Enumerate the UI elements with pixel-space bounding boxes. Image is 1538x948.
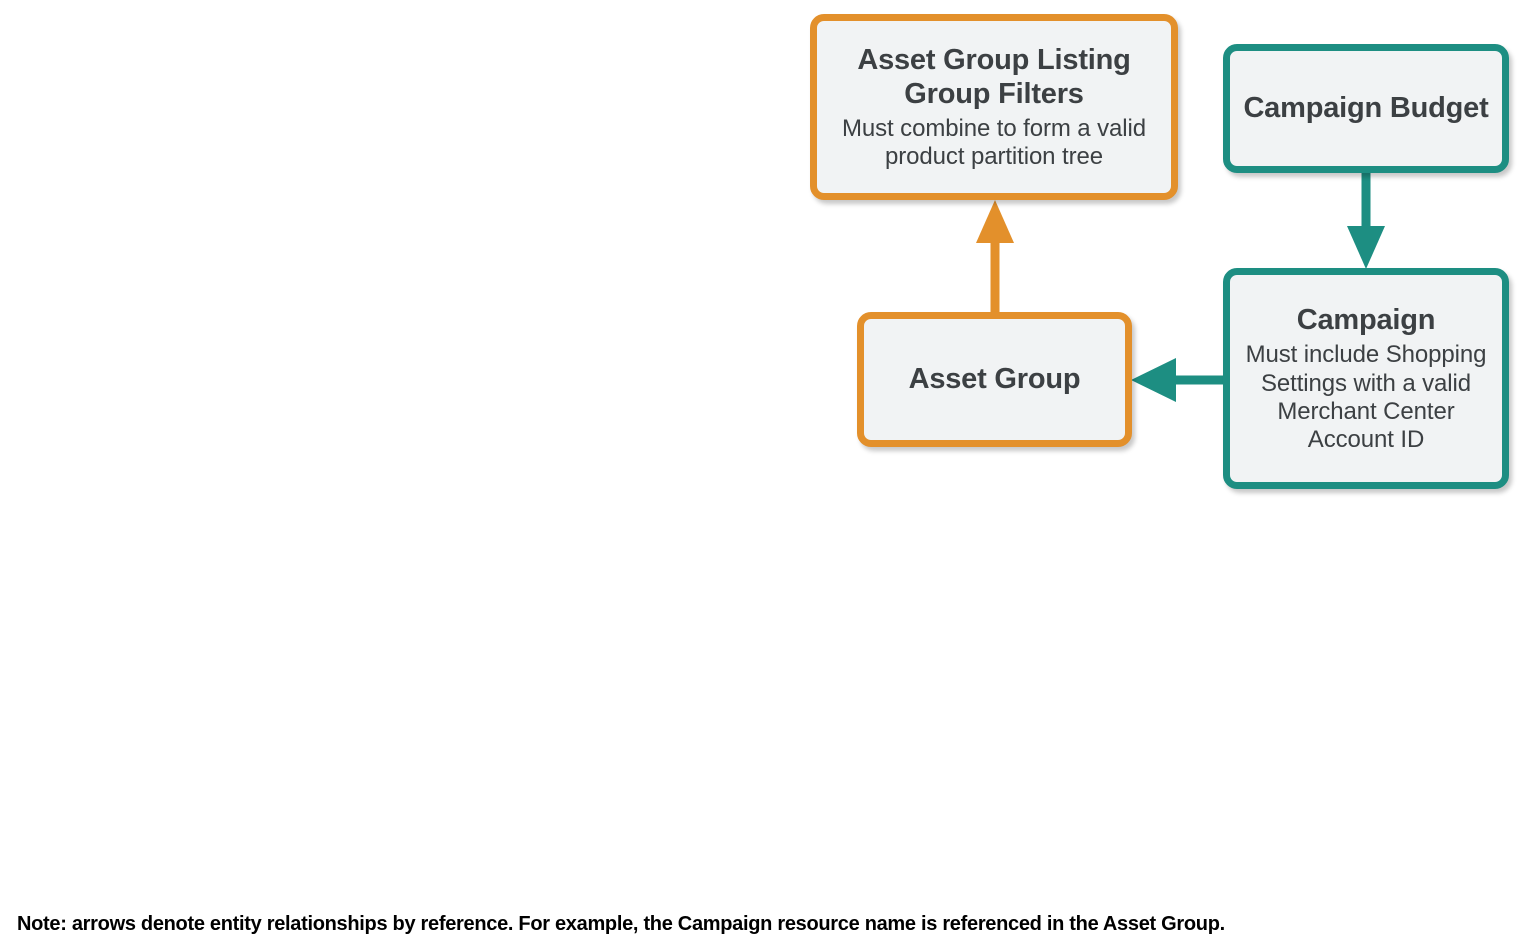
edge-campaign-to-asset-group [1124, 352, 1234, 408]
node-asset-group-listing-group-filters[interactable]: Asset Group Listing Group Filters Must c… [810, 14, 1178, 200]
node-campaign-budget[interactable]: Campaign Budget [1223, 44, 1509, 173]
node-title: Asset Group [908, 363, 1081, 396]
node-title: Campaign [1296, 304, 1436, 337]
node-asset-group[interactable]: Asset Group [857, 312, 1132, 447]
diagram-footnote: Note: arrows denote entity relationships… [17, 913, 1225, 935]
node-title: Asset Group Listing Group Filters [857, 43, 1131, 110]
node-description: Must combine to form a valid product par… [842, 115, 1146, 171]
edge-campaign-budget-to-campaign [1338, 170, 1398, 274]
node-description: Must include Shopping Settings with a va… [1245, 341, 1487, 453]
node-campaign[interactable]: Campaign Must include Shopping Settings … [1223, 268, 1509, 489]
edge-asset-group-to-listing-group-filters [965, 195, 1025, 320]
node-title: Campaign Budget [1243, 92, 1489, 125]
